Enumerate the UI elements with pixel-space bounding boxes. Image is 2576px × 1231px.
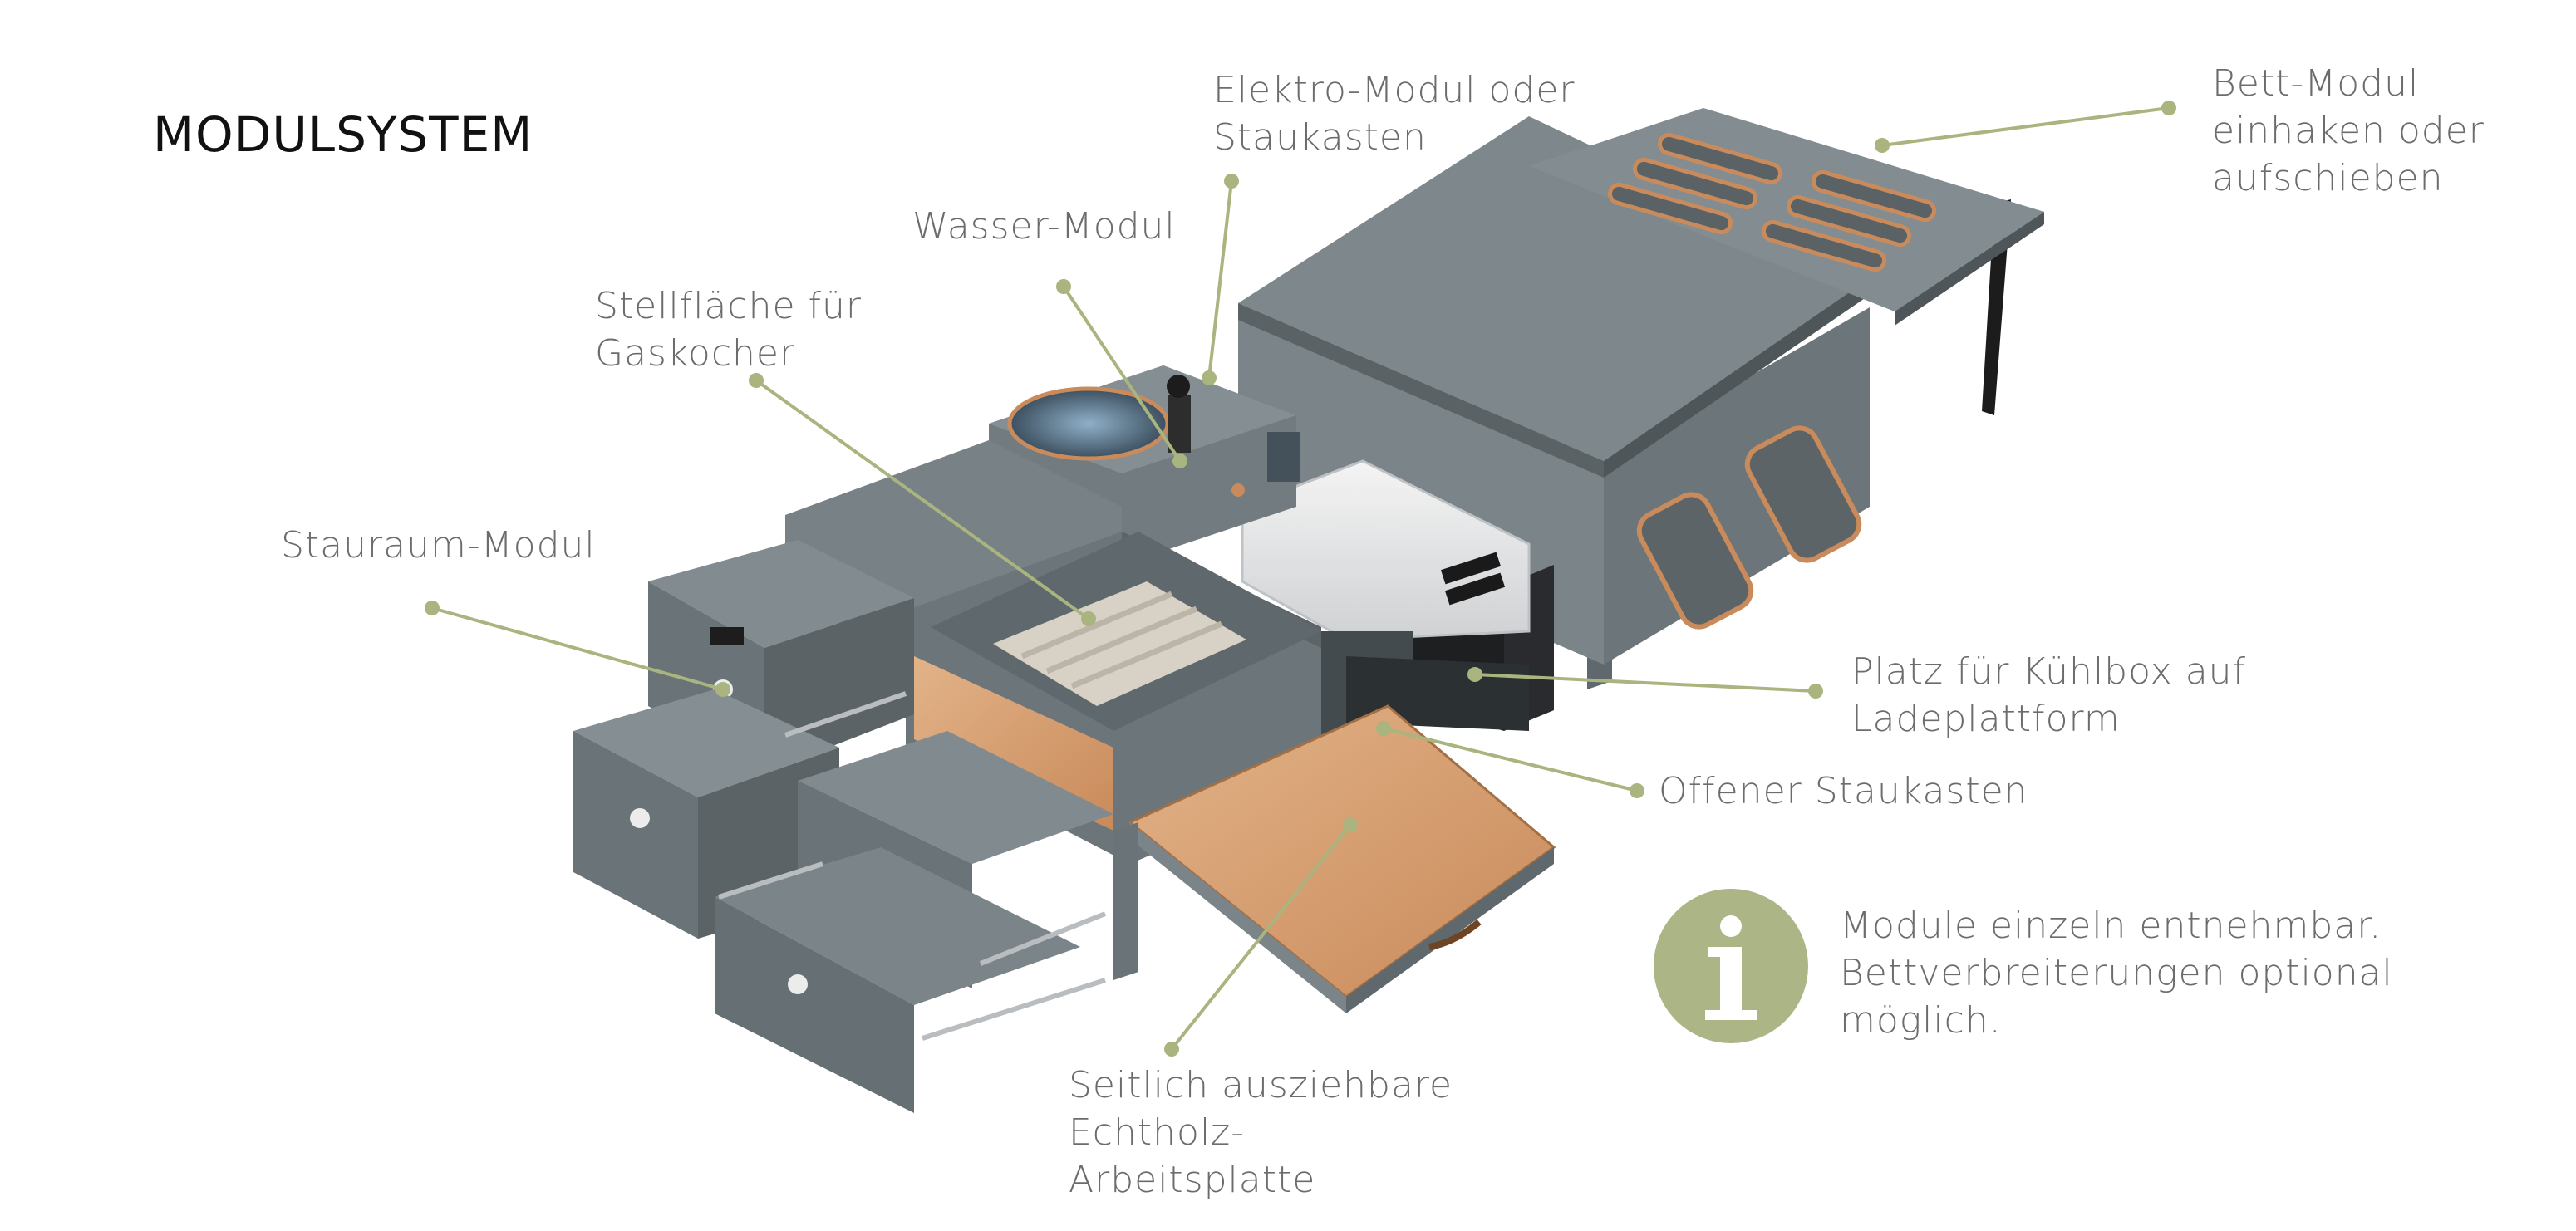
label-line: einhaken oder [2212,110,2485,152]
label-kuehlbox: Platz für Kühlbox auf Ladeplattform [1851,648,2246,743]
info-line: Module einzeln entnehmbar. [1840,905,2382,947]
label-arbeitsplatte: Seitlich ausziehbare Echtholz- Arbeitspl… [1069,1062,1453,1204]
label-line: Bett-Modul [2212,62,2420,105]
label-line: Gaskocher [595,332,796,375]
label-offener-staukasten: Offener Staukasten [1659,768,2028,815]
cooktop-drawer [914,532,1321,831]
label-gaskocher: Stellfläche für Gaskocher [595,282,862,377]
label-bett-modul: Bett-Modul einhaken oder aufschieben [2212,60,2485,202]
wooden-worktop [1113,704,1556,1013]
label-line: Wasser-Modul [912,205,1176,248]
leader-dots [425,101,2176,1057]
label-line: Offener Staukasten [1659,770,2028,812]
page-title: MODULSYSTEM [153,106,533,163]
label-line: Stellfläche für [595,285,862,327]
info-line: Bettverbreiterungen optional [1840,952,2393,994]
label-line: Stauraum-Modul [281,524,596,566]
label-line: Arbeitsplatte [1069,1159,1316,1201]
label-line: Echtholz- [1069,1111,1246,1154]
label-wasser-modul: Wasser-Modul [912,203,1176,250]
label-line: Elektro-Modul oder [1213,69,1576,111]
label-stauraum-modul: Stauraum-Modul [281,522,596,569]
leader-lines [431,106,2170,1051]
info-line: möglich. [1840,999,2002,1042]
water-module [989,365,1300,565]
label-elektro-modul: Elektro-Modul oder Staukasten [1213,66,1575,161]
label-line: aufschieben [2212,157,2444,199]
label-line: Seitlich ausziehbare [1069,1064,1453,1106]
info-icon [1654,889,1808,1043]
storage-drawers [573,540,1113,1113]
label-line: Platz für Kühlbox auf [1851,650,2247,693]
label-line: Ladeplattform [1851,698,2121,740]
info-text: Module einzeln entnehmbar. Bettverbreite… [1840,902,2393,1044]
label-line: Staukasten [1213,116,1427,159]
